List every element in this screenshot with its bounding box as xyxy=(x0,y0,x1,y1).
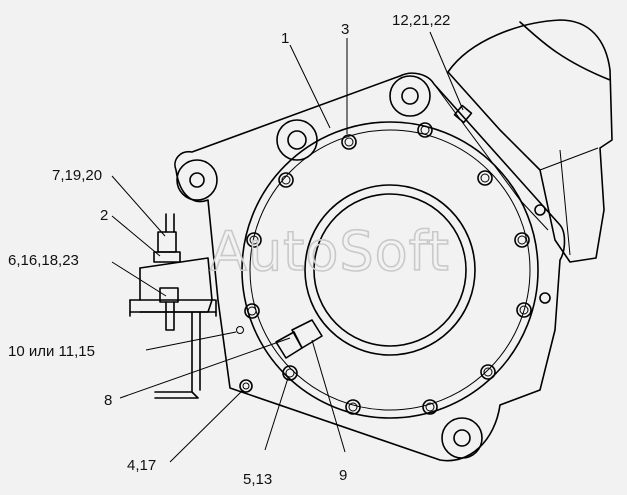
callout-1: 1 xyxy=(281,30,289,47)
callout-2: 2 xyxy=(100,207,108,224)
callout-labels: 1 3 12,21,22 7,19,20 2 6,16,18,23 10 или… xyxy=(8,12,450,488)
callout-4-17: 4,17 xyxy=(127,457,156,474)
callout-7-19-20: 7,19,20 xyxy=(52,167,102,184)
cover-bolts xyxy=(244,122,551,415)
watermark-text: AutoSoft xyxy=(210,220,450,283)
leader-lines xyxy=(111,31,464,463)
round-cover xyxy=(241,121,539,419)
sensor-plug xyxy=(275,319,323,359)
mounting-bosses xyxy=(176,75,483,459)
callout-5-13: 5,13 xyxy=(243,471,272,488)
top-fitting xyxy=(453,104,473,124)
callout-3: 3 xyxy=(341,21,349,38)
callout-10-or-11-15: 10 или 11,15 xyxy=(8,343,95,360)
callout-9: 9 xyxy=(339,467,347,484)
motor-housing xyxy=(447,19,613,263)
callout-6-16-18-23: 6,16,18,23 xyxy=(8,252,79,269)
side-bracket xyxy=(129,213,217,399)
callout-12-21-22: 12,21,22 xyxy=(392,12,450,29)
callout-8: 8 xyxy=(104,392,112,409)
